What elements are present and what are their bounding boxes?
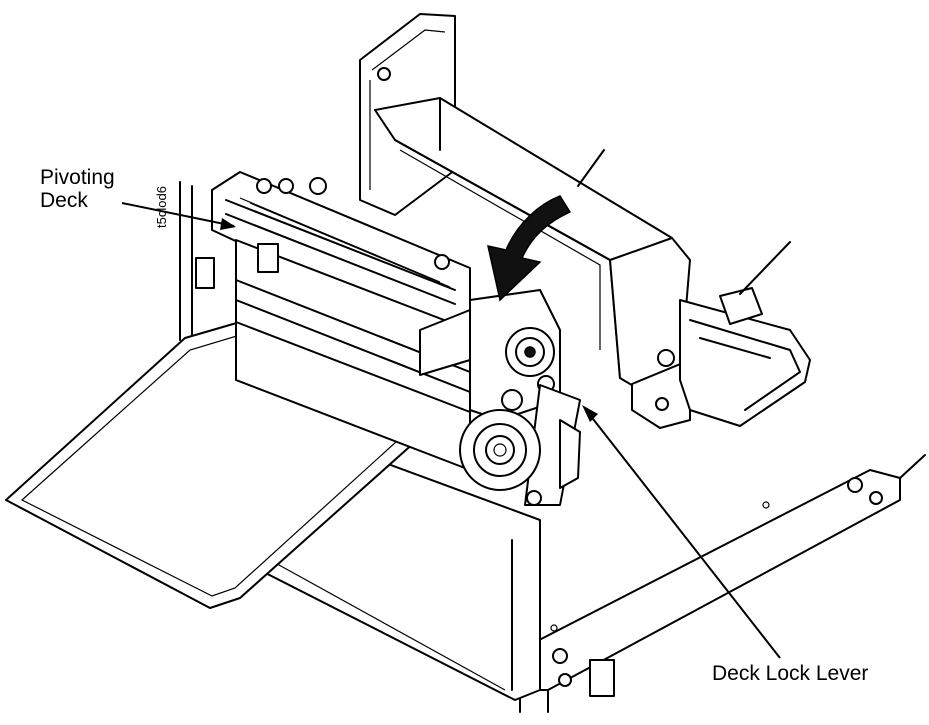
pivoting-deck-leader-line <box>121 202 235 227</box>
pivoting-deck-label: Pivoting Deck <box>40 166 115 212</box>
figure-identifier: t5clod6 <box>154 186 169 228</box>
pivoting-deck-label-line-2: Deck <box>40 189 88 212</box>
deck-lock-lever-label: Deck Lock Lever <box>712 662 869 685</box>
right-media-tray <box>577 149 811 427</box>
head-housing <box>374 97 691 429</box>
deck-lock-lever-arrowhead <box>582 405 598 422</box>
pivoting-deck-label-line-1: Pivoting <box>40 166 115 189</box>
gear-assembly <box>469 289 561 421</box>
left-side-frame <box>179 181 215 346</box>
close-direction-arrow <box>487 195 572 302</box>
pivoting-deck-arrowhead <box>220 218 236 230</box>
deck-lock-lever <box>459 384 581 506</box>
pivoting-deck <box>211 171 471 471</box>
base-rail <box>509 454 926 713</box>
deck-lock-lever-leader-line <box>585 409 781 659</box>
